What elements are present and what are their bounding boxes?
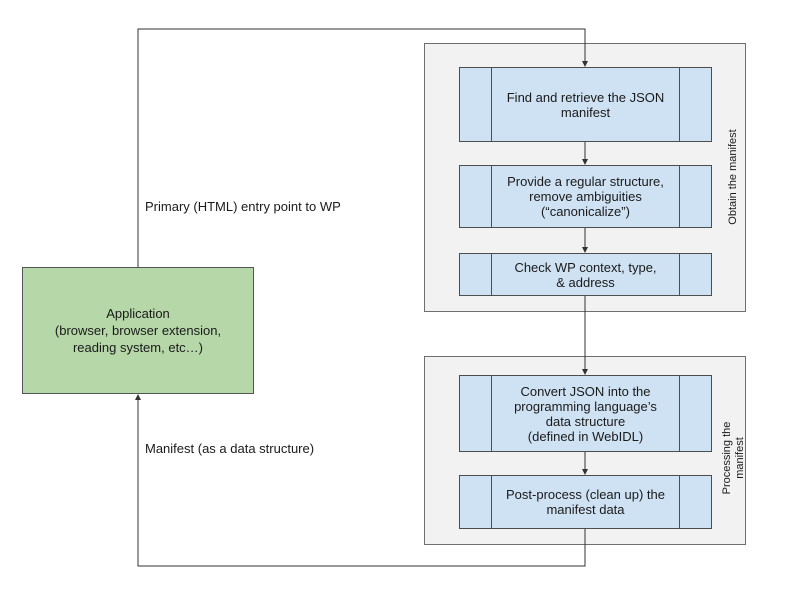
step-right-bar bbox=[679, 376, 680, 451]
step-label: Convert JSON into the programming langua… bbox=[514, 383, 657, 444]
step-convert-json: Convert JSON into the programming langua… bbox=[459, 375, 712, 452]
obtain-manifest-group-label: Obtain the manifest bbox=[727, 129, 739, 225]
step-left-bar bbox=[491, 166, 492, 227]
step-label: Find and retrieve the JSON manifest bbox=[506, 89, 665, 120]
step-left-bar bbox=[491, 254, 492, 295]
step-find-retrieve-manifest: Find and retrieve the JSON manifest bbox=[459, 67, 712, 142]
step-right-bar bbox=[679, 166, 680, 227]
step-right-bar bbox=[679, 476, 680, 528]
application-node: Application (browser, browser extension,… bbox=[22, 267, 254, 394]
step-left-bar bbox=[491, 476, 492, 528]
manifest-return-connector bbox=[135, 394, 586, 567]
step-check-wp-context: Check WP context, type, & address bbox=[459, 253, 712, 296]
step-right-bar bbox=[679, 254, 680, 295]
entry-point-connector bbox=[137, 28, 588, 267]
entry-point-label: Primary (HTML) entry point to WP bbox=[145, 199, 341, 214]
step-canonicalize: Provide a regular structure, remove ambi… bbox=[459, 165, 712, 228]
manifest-return-label: Manifest (as a data structure) bbox=[145, 441, 315, 456]
application-label: Application (browser, browser extension,… bbox=[54, 306, 222, 355]
step-post-process: Post-process (clean up) the manifest dat… bbox=[459, 475, 712, 529]
step-label: Check WP context, type, & address bbox=[514, 259, 657, 290]
step-right-bar bbox=[679, 68, 680, 141]
step-left-bar bbox=[491, 376, 492, 451]
step-label: Provide a regular structure, remove ambi… bbox=[507, 174, 664, 219]
step-label: Post-process (clean up) the manifest dat… bbox=[506, 487, 665, 517]
processing-manifest-group-label: Processing the manifest bbox=[721, 421, 746, 495]
step-left-bar bbox=[491, 68, 492, 141]
